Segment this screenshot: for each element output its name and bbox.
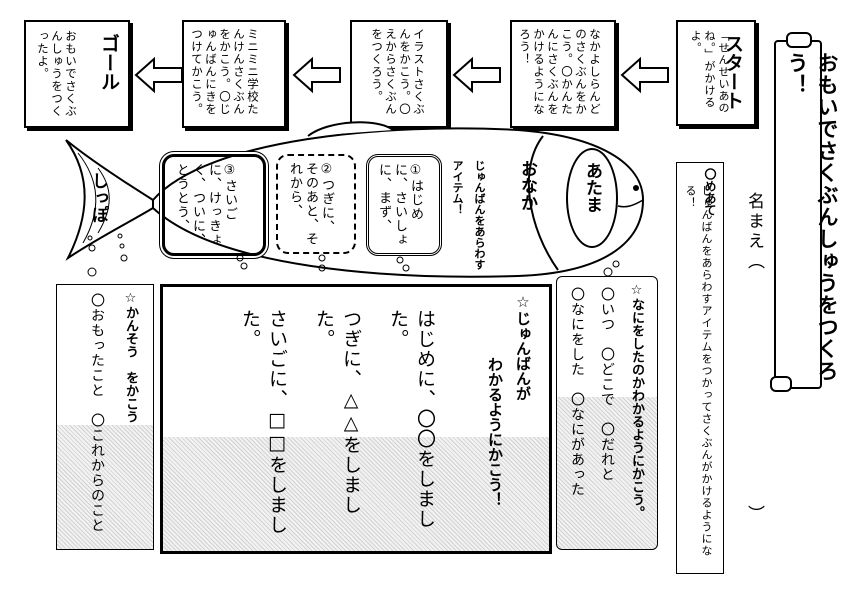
arrow-left-icon — [292, 56, 341, 94]
order-item-3-text: ③さいごに、けっきょく、ついに、とうとう、 — [174, 163, 237, 247]
aim-box: 〇めあて じゅんばんをあらわすアイテムをつかってさくぶんがかけるようになる！ — [676, 162, 724, 574]
impression-section: ☆かんそう をかこう 〇おもったこと 〇これからのこと — [56, 284, 154, 550]
what-heading: ☆なにをしたのかわかるようにかこう。 — [629, 283, 644, 519]
step3-box: ミニミニ学校たんけんさくぶんをかこう。〇じゅんばんにきをつけてかこう。 — [182, 20, 286, 128]
name-field-close: ） — [744, 505, 764, 522]
title-scroll-curl-top — [786, 32, 812, 48]
aim-text: じゅんばんをあらわすアイテムをつかってさくぶんがかけるようになる！ — [684, 185, 713, 557]
fish-outline — [65, 121, 645, 278]
step3-text: ミニミニ学校たんけんさくぶんをかこう。〇じゅんばんにきをつけてかこう。 — [190, 28, 260, 116]
impression-heading: ☆かんそう をかこう — [123, 291, 138, 423]
page-title: おもいでさくぶんしゅうをつくろう！ — [785, 52, 839, 382]
order-item-1-box: ①はじめに、さいしょに、まず、 — [366, 154, 442, 256]
step1-box: なかよしらんどのさくぶんをかこう。〇かんたんにさくぶんをかけるようになろう！ — [510, 20, 616, 128]
start-heading: スタート — [722, 34, 744, 110]
goal-text: おもいでさくぶんしゅうをつくったよ。 — [36, 30, 78, 118]
title-scroll: おもいでさくぶんしゅうをつくろう！ — [774, 40, 839, 389]
bubbles-icon — [87, 233, 620, 277]
arrow-left-icon — [134, 56, 183, 94]
order-line-3: さいごに、□□をしました。 — [239, 309, 288, 535]
step2-box: イラストさくぶんをかこう。〇えからさくぶんをつくろう。 — [350, 20, 448, 128]
start-text: 「せんせいあのね。」がかけるよ。 — [689, 30, 730, 114]
order-item-2-text: ②つぎに、そのあと、それから、 — [287, 162, 334, 246]
aim-heading: 〇めあて — [703, 168, 717, 216]
arrow-left-icon — [452, 56, 501, 94]
fish-head-label: あたま — [582, 162, 602, 213]
fish-belly-label: おなか — [517, 160, 537, 211]
order-item-3-box: ③さいごに、けっきょく、ついに、とうとう、 — [162, 154, 266, 256]
order-line-2: つぎに、△△をしました。 — [313, 309, 362, 515]
fish-tail-label: しっぽ — [88, 172, 108, 223]
order-item-1-text: ①はじめに、さいしょに、まず、 — [376, 163, 423, 247]
impression-line-1: 〇おもったこと 〇これからのこと — [89, 293, 105, 533]
goal-heading: ゴール — [98, 34, 120, 91]
order-heading-1: ☆じゅんばんが — [514, 293, 532, 401]
what-line-1: 〇いつ 〇どこで 〇だれと — [599, 287, 615, 482]
goal-box: ゴール おもいでさくぶんしゅうをつくったよ。 — [24, 20, 130, 128]
start-box: スタート 「せんせいあのね。」がかけるよ。 — [676, 20, 756, 126]
fish-head-oval: あたま — [566, 148, 618, 248]
order-section: ☆じゅんばんが わかるようにかこう！ はじめに、〇〇をしました。 つぎに、△△を… — [160, 284, 552, 554]
name-label: 名まえ（ — [744, 192, 764, 272]
order-line-1: はじめに、〇〇をしました。 — [387, 309, 436, 529]
arrow-left-icon — [620, 56, 669, 94]
step1-text: なかよしらんどのさくぶんをかこう。〇かんたんにさくぶんをかけるようになろう！ — [518, 28, 602, 116]
title-scroll-curl-bottom — [770, 376, 792, 392]
step2-text: イラストさくぶんをかこう。〇えからさくぶんをつくろう。 — [370, 28, 426, 116]
what-section: ☆なにをしたのかわかるようにかこう。 〇いつ 〇どこで 〇だれと 〇なにをした … — [556, 276, 658, 550]
what-line-2: 〇なにをした 〇なにがあった — [569, 287, 585, 497]
fish-items-label: じゅんばんをあらわすアイテム！ — [451, 160, 486, 270]
order-item-2-box: ②つぎに、そのあと、それから、 — [276, 154, 356, 254]
order-heading-2: わかるようにかこう！ — [486, 357, 504, 507]
